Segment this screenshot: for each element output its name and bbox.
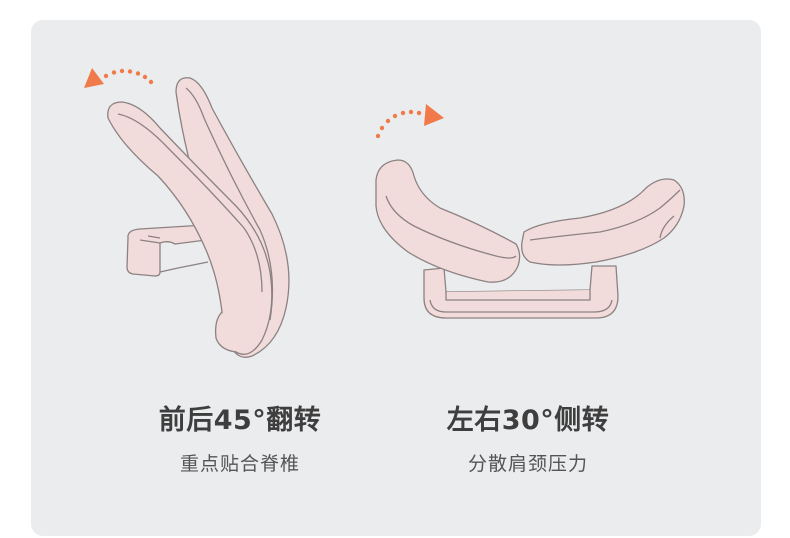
rotate-cushion-left (375, 159, 521, 283)
feature-tilt-subtitle: 重点贴合脊椎 (179, 453, 300, 475)
feature-rotate-subtitle: 分散肩颈压力 (467, 453, 588, 475)
feature-rotate-title: 左右30°侧转 (446, 405, 610, 436)
feature-rotate: 左右30°侧转 分散肩颈压力 (378, 404, 678, 476)
tilt-cushion-front (107, 101, 273, 355)
tilt-mount (126, 224, 209, 277)
rotate-arrow-icon (375, 104, 444, 139)
tilt-arrow-icon (84, 68, 154, 88)
rotate-cushion-right (521, 178, 685, 266)
feature-tilt: 前后45°翻转 重点贴合脊椎 (90, 404, 390, 476)
feature-tilt-title: 前后45°翻转 (158, 405, 322, 436)
feature-card (31, 20, 761, 536)
rotate-base-rail (423, 265, 619, 319)
